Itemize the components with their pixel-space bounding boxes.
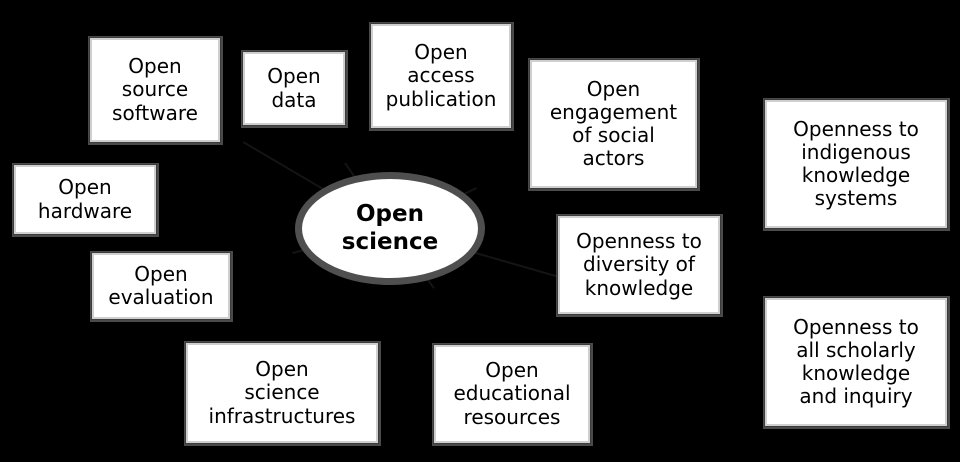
concept-node-open-educational-resources: Open educational resources	[433, 344, 591, 444]
connector-open-engagement-social	[464, 187, 478, 195]
concept-node-open-data: Open data	[242, 51, 346, 126]
concept-node-open-science-infrastructures: Open science infrastructures	[185, 342, 379, 444]
connector-open-evaluation	[292, 249, 303, 254]
concept-node-open-access-publication: Open access publication	[370, 23, 512, 129]
connector-open-educational-resources	[427, 279, 435, 289]
concept-node-openness-all-scholarly: Openness to all scholarly knowledge and …	[764, 297, 948, 427]
concept-node-openness-diversity: Openness to diversity of knowledge	[557, 215, 721, 315]
concept-node-open-evaluation: Open evaluation	[91, 252, 231, 320]
concept-node-openness-indigenous: Openness to indigenous knowledge systems	[764, 99, 948, 229]
connector-open-data	[344, 162, 355, 177]
concept-node-open-engagement-social: Open engagement of social actors	[529, 59, 698, 189]
concept-node-open-hardware: Open hardware	[13, 164, 157, 235]
concept-node-open-source-software: Open source software	[89, 37, 221, 143]
connector-open-source-software	[242, 141, 324, 190]
core-node-open-science: Open science	[295, 172, 485, 285]
